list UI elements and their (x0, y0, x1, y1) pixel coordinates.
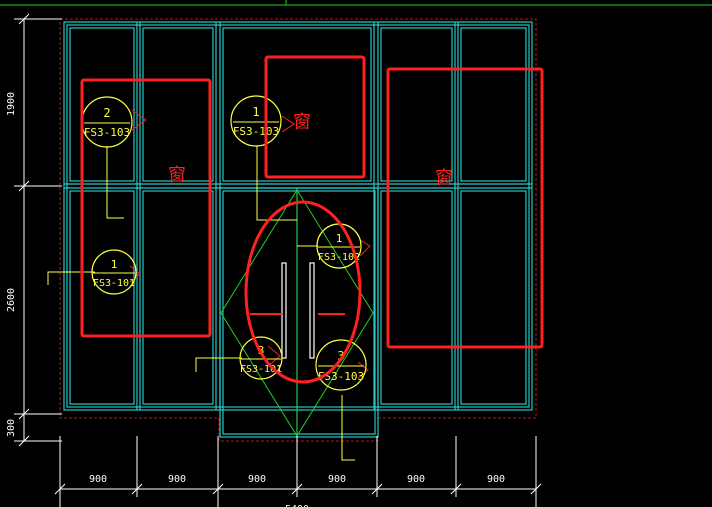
tag-code: FS3-101 (240, 364, 282, 375)
horizontal-dimension-line (54, 436, 542, 507)
dim-total-width: 5400 (285, 504, 309, 507)
dim-width-900-5: 900 (407, 474, 425, 485)
tag-number: 3 (337, 349, 344, 363)
tag-number: 2 (103, 106, 110, 120)
dim-height-1900: 1900 (6, 92, 17, 116)
dim-width-900-1: 900 (89, 474, 107, 485)
markup-annotations (80, 55, 544, 384)
tag-circle (315, 339, 367, 391)
curtain-wall-outline (59, 18, 537, 442)
tag-number: 1 (336, 232, 343, 245)
window-label-center: 窗 (293, 112, 311, 133)
tag-code: FS3-103 (84, 126, 130, 139)
dim-width-900-3: 900 (248, 474, 266, 485)
tag-pointers (129, 109, 371, 379)
tag-circle (239, 336, 283, 380)
tag-leaders (47, 146, 355, 461)
dim-width-900-4: 900 (328, 474, 346, 485)
vertical-dimension-line (14, 13, 62, 447)
tag-number: 1 (252, 105, 259, 119)
tag-code: FS3-101 (93, 278, 135, 289)
dim-width-900-2: 900 (168, 474, 186, 485)
dim-height-2600: 2600 (6, 288, 17, 312)
dim-width-900-6: 900 (487, 474, 505, 485)
tag-code: FS3-102 (318, 252, 360, 263)
tag-circle (91, 249, 137, 295)
tag-code: FS3-103 (233, 125, 279, 138)
tag-number: 1 (111, 258, 118, 271)
tag-circle (230, 95, 282, 147)
window-label-left: 窗 (168, 165, 186, 186)
dim-height-300: 300 (6, 419, 17, 437)
curtain-wall-frame (63, 21, 533, 438)
window-label-right: 窗 (435, 168, 453, 189)
tag-fs3-101-1[interactable]: 1 FS3-101 (91, 249, 137, 295)
tag-fs3-103-1[interactable]: 1 FS3-103 (230, 95, 282, 147)
door-handles (281, 262, 315, 359)
